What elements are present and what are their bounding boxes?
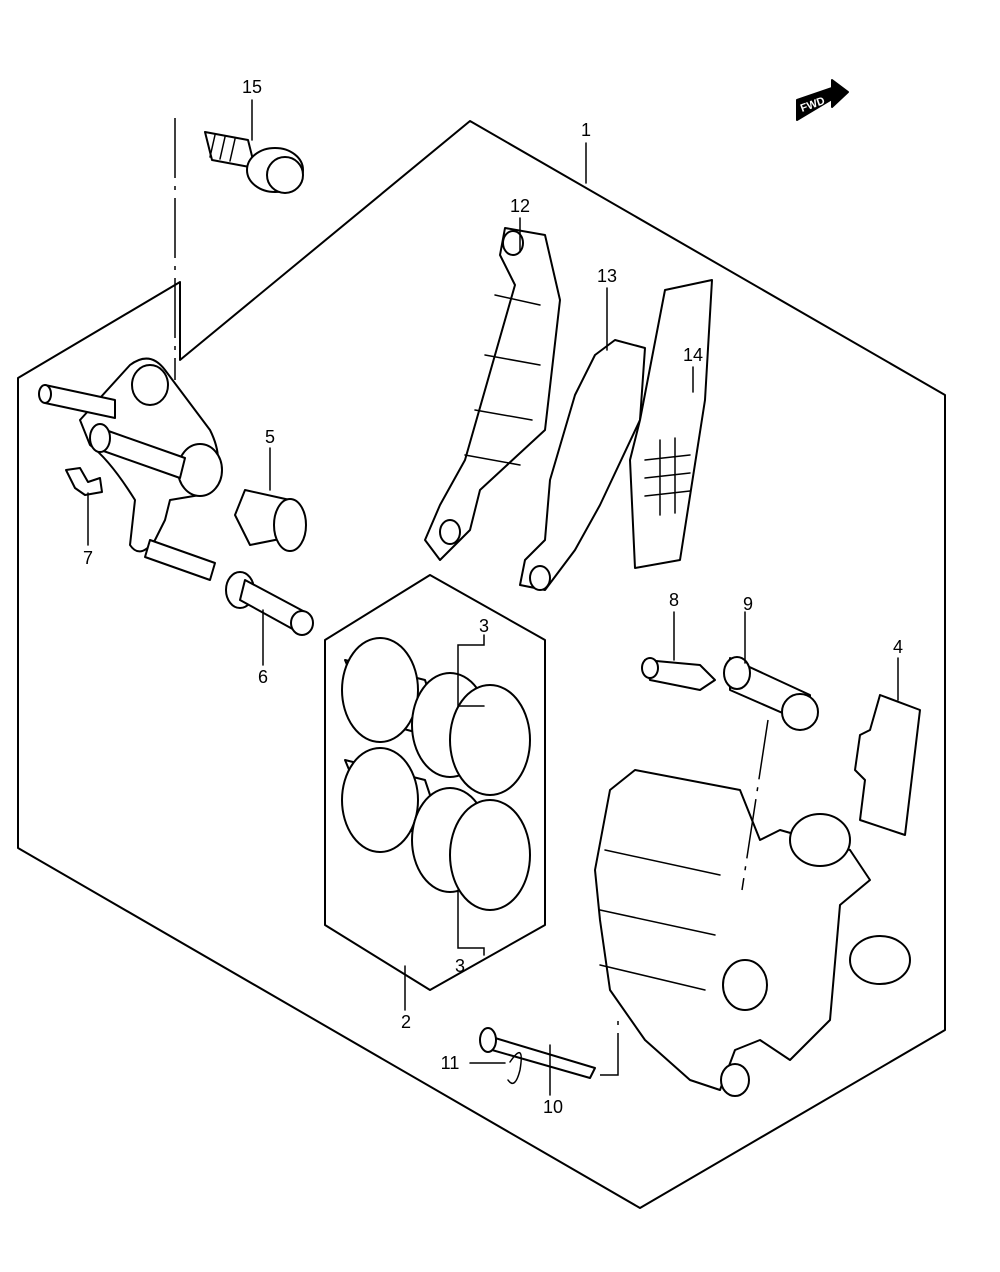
pin-boot bbox=[234, 489, 307, 552]
callout-12: 12 bbox=[510, 196, 530, 216]
callout-7: 7 bbox=[83, 548, 93, 568]
pistons-and-seals bbox=[341, 637, 531, 911]
bleeder-alignment-line bbox=[741, 719, 769, 891]
callout-10: 10 bbox=[543, 1097, 563, 1117]
callout-8: 8 bbox=[669, 590, 679, 610]
callout-15: 15 bbox=[242, 77, 262, 97]
brake-pad-outer bbox=[424, 227, 561, 561]
callout-2: 2 bbox=[401, 1012, 411, 1032]
bleeder-valve bbox=[641, 657, 716, 691]
slide-pin bbox=[225, 571, 314, 636]
callout-4: 4 bbox=[893, 637, 903, 657]
leader-lines bbox=[87, 99, 899, 1096]
callout-labels: 15 1 12 13 14 5 7 3 8 9 4 6 3 2 11 10 bbox=[83, 77, 903, 1117]
caliper-bracket bbox=[38, 357, 223, 581]
pad-clip bbox=[65, 467, 103, 496]
pin-clip bbox=[507, 1052, 522, 1085]
bleeder-cap bbox=[723, 656, 819, 731]
fwd-direction-badge: FWD bbox=[796, 79, 849, 121]
callout-5: 5 bbox=[265, 427, 275, 447]
callout-3-bottom: 3 bbox=[455, 956, 465, 976]
callout-3-top: 3 bbox=[479, 616, 489, 636]
pad-spring bbox=[854, 694, 921, 836]
callout-14: 14 bbox=[683, 345, 703, 365]
caliper-body bbox=[594, 769, 911, 1097]
mounting-bolt bbox=[204, 131, 304, 194]
callout-1: 1 bbox=[581, 120, 591, 140]
pin-alignment-line bbox=[600, 1015, 619, 1076]
callout-11: 11 bbox=[441, 1053, 460, 1073]
callout-6: 6 bbox=[258, 667, 268, 687]
brake-pad-inner bbox=[519, 339, 646, 591]
pad-shim bbox=[629, 279, 713, 569]
callout-9: 9 bbox=[743, 594, 753, 614]
pad-pin bbox=[479, 1027, 596, 1079]
piston-kit-outline bbox=[324, 574, 546, 991]
caliper-assembly-outline bbox=[17, 120, 946, 1209]
callout-13: 13 bbox=[597, 266, 617, 286]
